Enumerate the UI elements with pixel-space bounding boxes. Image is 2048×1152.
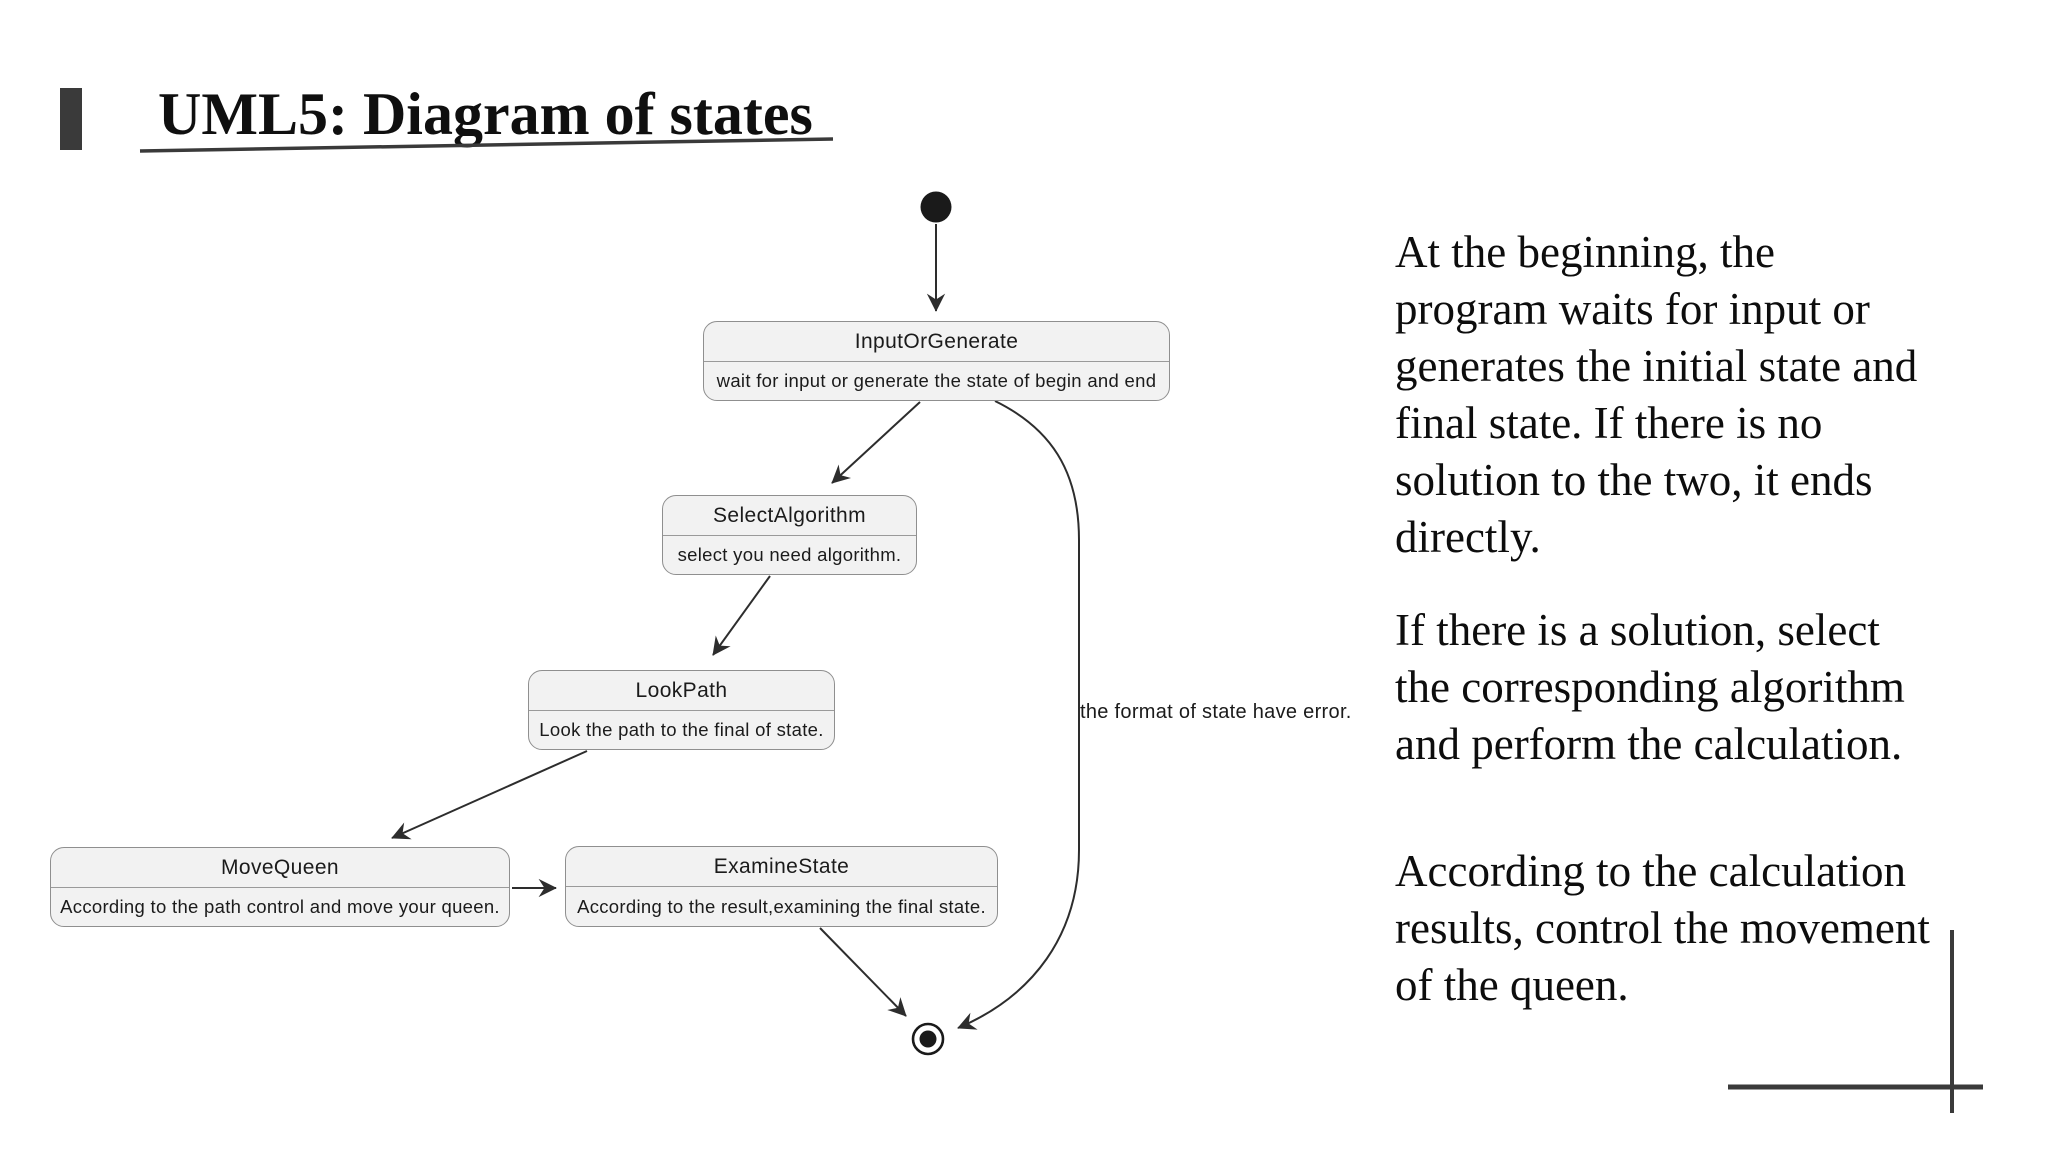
state-description-label: Look the path to the final of state. bbox=[529, 710, 834, 749]
initial-state-dot bbox=[920, 191, 952, 223]
state-name-label: SelectAlgorithm bbox=[712, 503, 867, 527]
notes-line: solution to the two, it ends bbox=[1395, 455, 1873, 505]
transition-examinestate-to-final bbox=[819, 927, 907, 1017]
state-name-label: InputOrGenerate bbox=[854, 329, 1019, 353]
transition-inputorgenerate-to-final-error bbox=[957, 400, 1080, 1030]
notes-line: If there is a solution, select bbox=[1395, 605, 1880, 655]
state-name-label: ExamineState bbox=[713, 854, 850, 878]
notes-line: program waits for input or bbox=[1395, 284, 1870, 334]
state-examine-state: ExamineState According to the result,exa… bbox=[565, 846, 998, 927]
state-description-label: According to the path control and move y… bbox=[51, 887, 509, 926]
notes-column: At the beginning, the program waits for … bbox=[1395, 224, 1940, 1014]
transition-selectalgorithm-to-lookpath bbox=[712, 575, 771, 656]
notes-line: of the queen. bbox=[1395, 960, 1629, 1010]
state-description-label: select you need algorithm. bbox=[663, 535, 916, 574]
state-name-label: LookPath bbox=[635, 678, 728, 702]
notes-paragraph: According to the calculation results, co… bbox=[1395, 843, 1940, 1014]
page-title: UML5: Diagram of states bbox=[158, 81, 813, 147]
notes-line: final state. If there is no bbox=[1395, 398, 1823, 448]
state-look-path: LookPath Look the path to the final of s… bbox=[528, 670, 835, 750]
notes-paragraph: If there is a solution, select the corre… bbox=[1395, 602, 1940, 773]
transition-lookpath-to-movequeen bbox=[391, 750, 588, 840]
notes-paragraph: At the beginning, the program waits for … bbox=[1395, 224, 1940, 566]
title-accent-bar bbox=[60, 88, 82, 150]
notes-line: According to the calculation bbox=[1395, 846, 1907, 896]
notes-line: At the beginning, the bbox=[1395, 227, 1775, 277]
final-state-inner-dot bbox=[919, 1030, 937, 1048]
state-move-queen: MoveQueen According to the path control … bbox=[50, 847, 510, 927]
title-underline bbox=[139, 137, 834, 153]
state-select-algorithm: SelectAlgorithm select you need algorith… bbox=[662, 495, 917, 575]
state-input-or-generate: InputOrGenerate wait for input or genera… bbox=[703, 321, 1170, 401]
notes-line: directly. bbox=[1395, 512, 1541, 562]
notes-line: and perform the calculation. bbox=[1395, 719, 1903, 769]
state-name-label: MoveQueen bbox=[220, 855, 339, 879]
state-description-label: wait for input or generate the state of … bbox=[704, 361, 1169, 400]
state-description-label: According to the result,examining the fi… bbox=[566, 886, 997, 926]
notes-line: generates the initial state and bbox=[1395, 341, 1918, 391]
notes-line: results, control the movement bbox=[1395, 903, 1930, 953]
notes-line: the corresponding algorithm bbox=[1395, 662, 1905, 712]
transition-inputorgenerate-to-selectalgorithm bbox=[831, 401, 921, 484]
transition-error-label: the format of state have error. bbox=[1080, 701, 1352, 723]
